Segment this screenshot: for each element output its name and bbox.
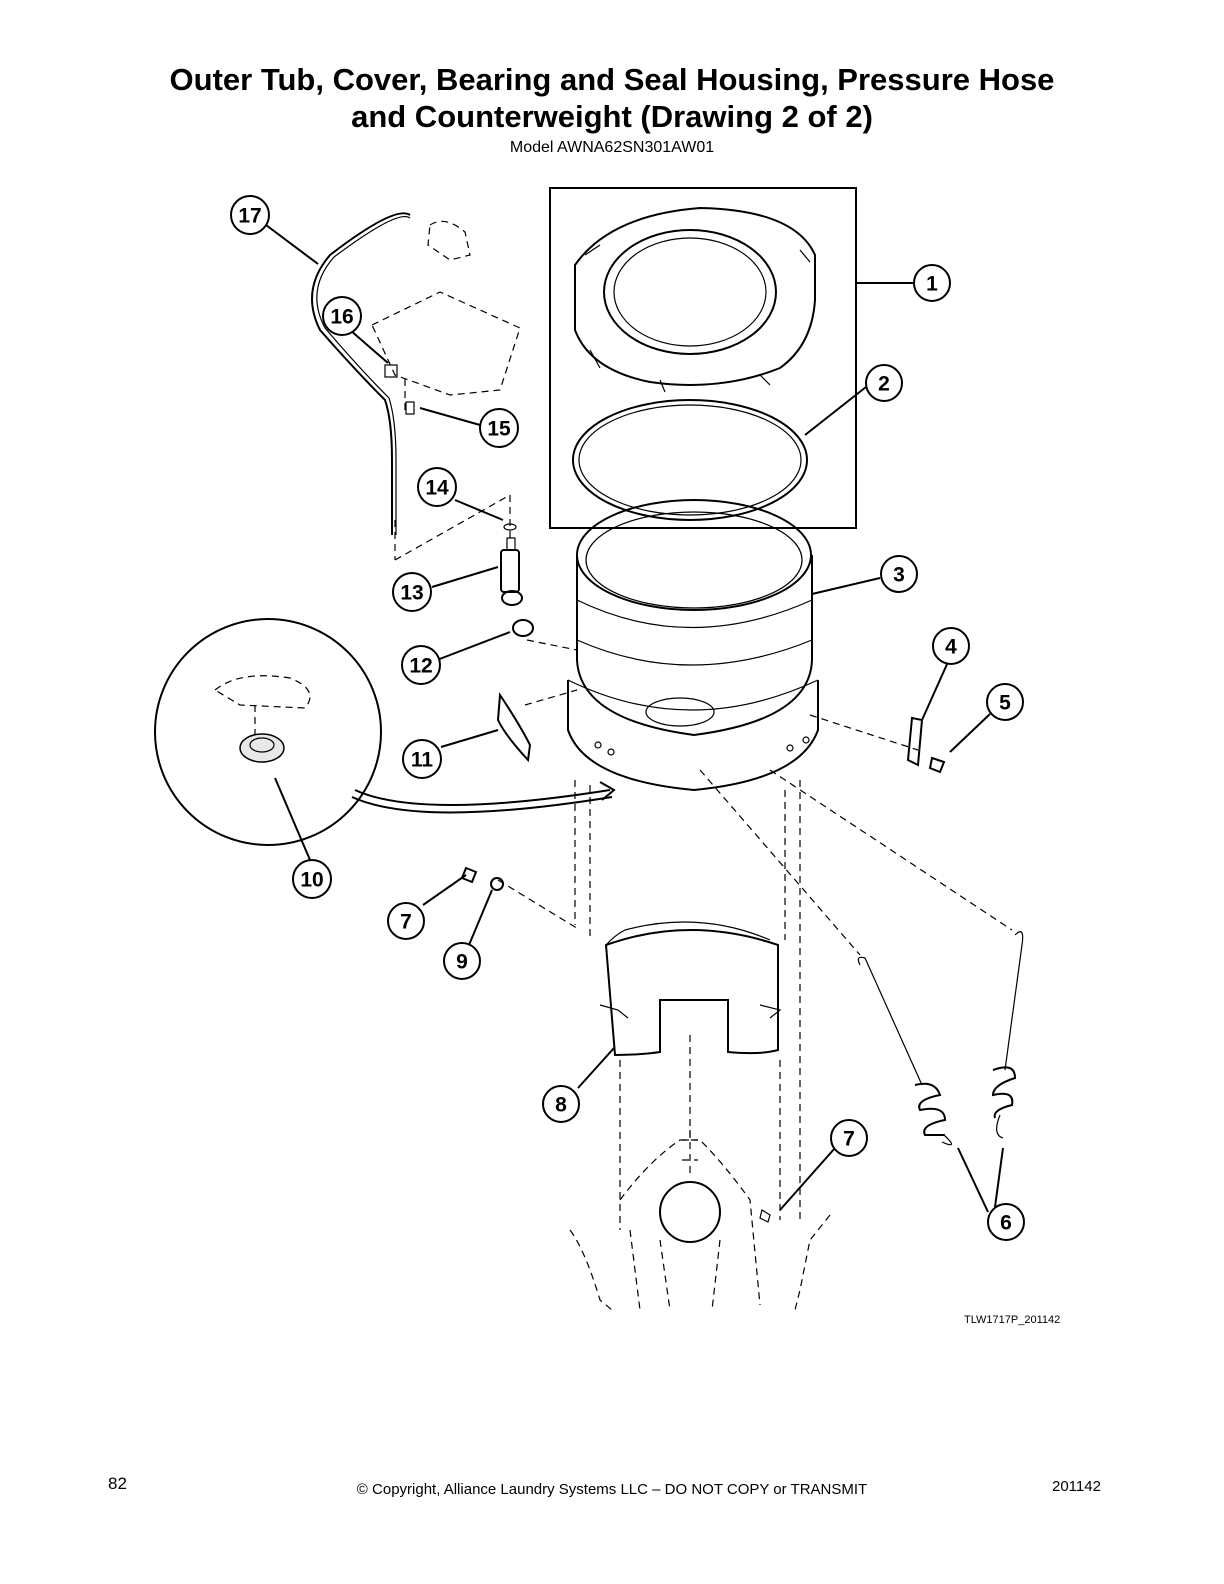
tub-label-drawing	[496, 692, 532, 763]
page-number: 82	[108, 1474, 127, 1493]
svg-text:1: 1	[926, 273, 938, 296]
callout-4: 4	[932, 627, 970, 665]
tub-cover-drawing	[574, 206, 816, 393]
callout-7-lower: 7	[830, 1119, 868, 1157]
callout-7-upper: 7	[387, 902, 425, 940]
page-title: Outer Tub, Cover, Bearing and Seal Housi…	[169, 62, 1055, 97]
tub-gasket-drawing	[572, 399, 808, 521]
svg-text:6: 6	[1000, 1212, 1012, 1235]
page-title-line2: and Counterweight (Drawing 2 of 2)	[351, 99, 873, 134]
hose-clip-15-shape	[405, 401, 415, 415]
callout-3: 3	[880, 555, 918, 593]
model-number: Model AWNA62SN301AW01	[509, 139, 715, 156]
callout-8: 8	[542, 1085, 580, 1123]
washer-9-drawing	[490, 877, 504, 891]
copyright-notice: © Copyright, Alliance Laundry Systems LL…	[356, 1481, 868, 1498]
transmission-base-drawing	[569, 1130, 831, 1311]
drawing-code: TLW1717P_201142	[964, 1314, 1061, 1326]
callout-5: 5	[986, 683, 1024, 721]
callout-15: 15	[479, 408, 519, 448]
air-dome-drawing	[500, 523, 534, 637]
screw-7-upper-drawing	[460, 866, 478, 884]
svg-text:14: 14	[425, 477, 449, 500]
svg-text:4: 4	[945, 636, 957, 659]
callout-11: 11	[402, 739, 442, 779]
svg-text:2: 2	[878, 373, 890, 396]
svg-text:11: 11	[411, 749, 434, 772]
screw-5-drawing	[928, 756, 946, 774]
document-code: 201142	[1052, 1478, 1101, 1495]
svg-text:7: 7	[400, 911, 412, 934]
callout-12: 12	[401, 645, 441, 685]
pressure-hose-inner-line	[316, 216, 411, 535]
hose-bracket-dashed	[371, 220, 521, 415]
callout-17: 17	[230, 195, 270, 235]
callout-9: 9	[443, 942, 481, 980]
outer-tub-drawing	[567, 499, 819, 792]
callout-16: 16	[322, 296, 362, 336]
svg-text:7: 7	[843, 1128, 855, 1151]
svg-text:13: 13	[400, 582, 423, 605]
counterweight-drawing	[599, 921, 782, 1057]
assembly-dashed-lines	[394, 375, 1013, 1230]
svg-text:17: 17	[238, 205, 261, 228]
svg-text:15: 15	[487, 418, 511, 441]
callout-14: 14	[417, 467, 457, 507]
svg-text:3: 3	[893, 564, 905, 587]
callout-13: 13	[392, 572, 432, 612]
svg-text:8: 8	[555, 1094, 567, 1117]
callout-2: 2	[865, 364, 903, 402]
seal-detail-magnifier	[154, 618, 616, 846]
svg-text:12: 12	[409, 655, 432, 678]
bracket-4-drawing	[906, 716, 924, 767]
callout-1: 1	[913, 264, 951, 302]
svg-text:9: 9	[456, 951, 468, 974]
springs-drawing	[857, 931, 1024, 1146]
callout-leaders	[265, 224, 1004, 1213]
pressure-hose-drawing	[311, 212, 411, 535]
callout-6: 6	[987, 1203, 1025, 1241]
cover-group-frame	[549, 187, 857, 529]
callout-10: 10	[292, 859, 332, 899]
hose-clip-16-shape	[384, 364, 398, 378]
svg-text:16: 16	[330, 306, 353, 329]
svg-text:5: 5	[999, 692, 1011, 715]
svg-text:10: 10	[300, 869, 323, 892]
